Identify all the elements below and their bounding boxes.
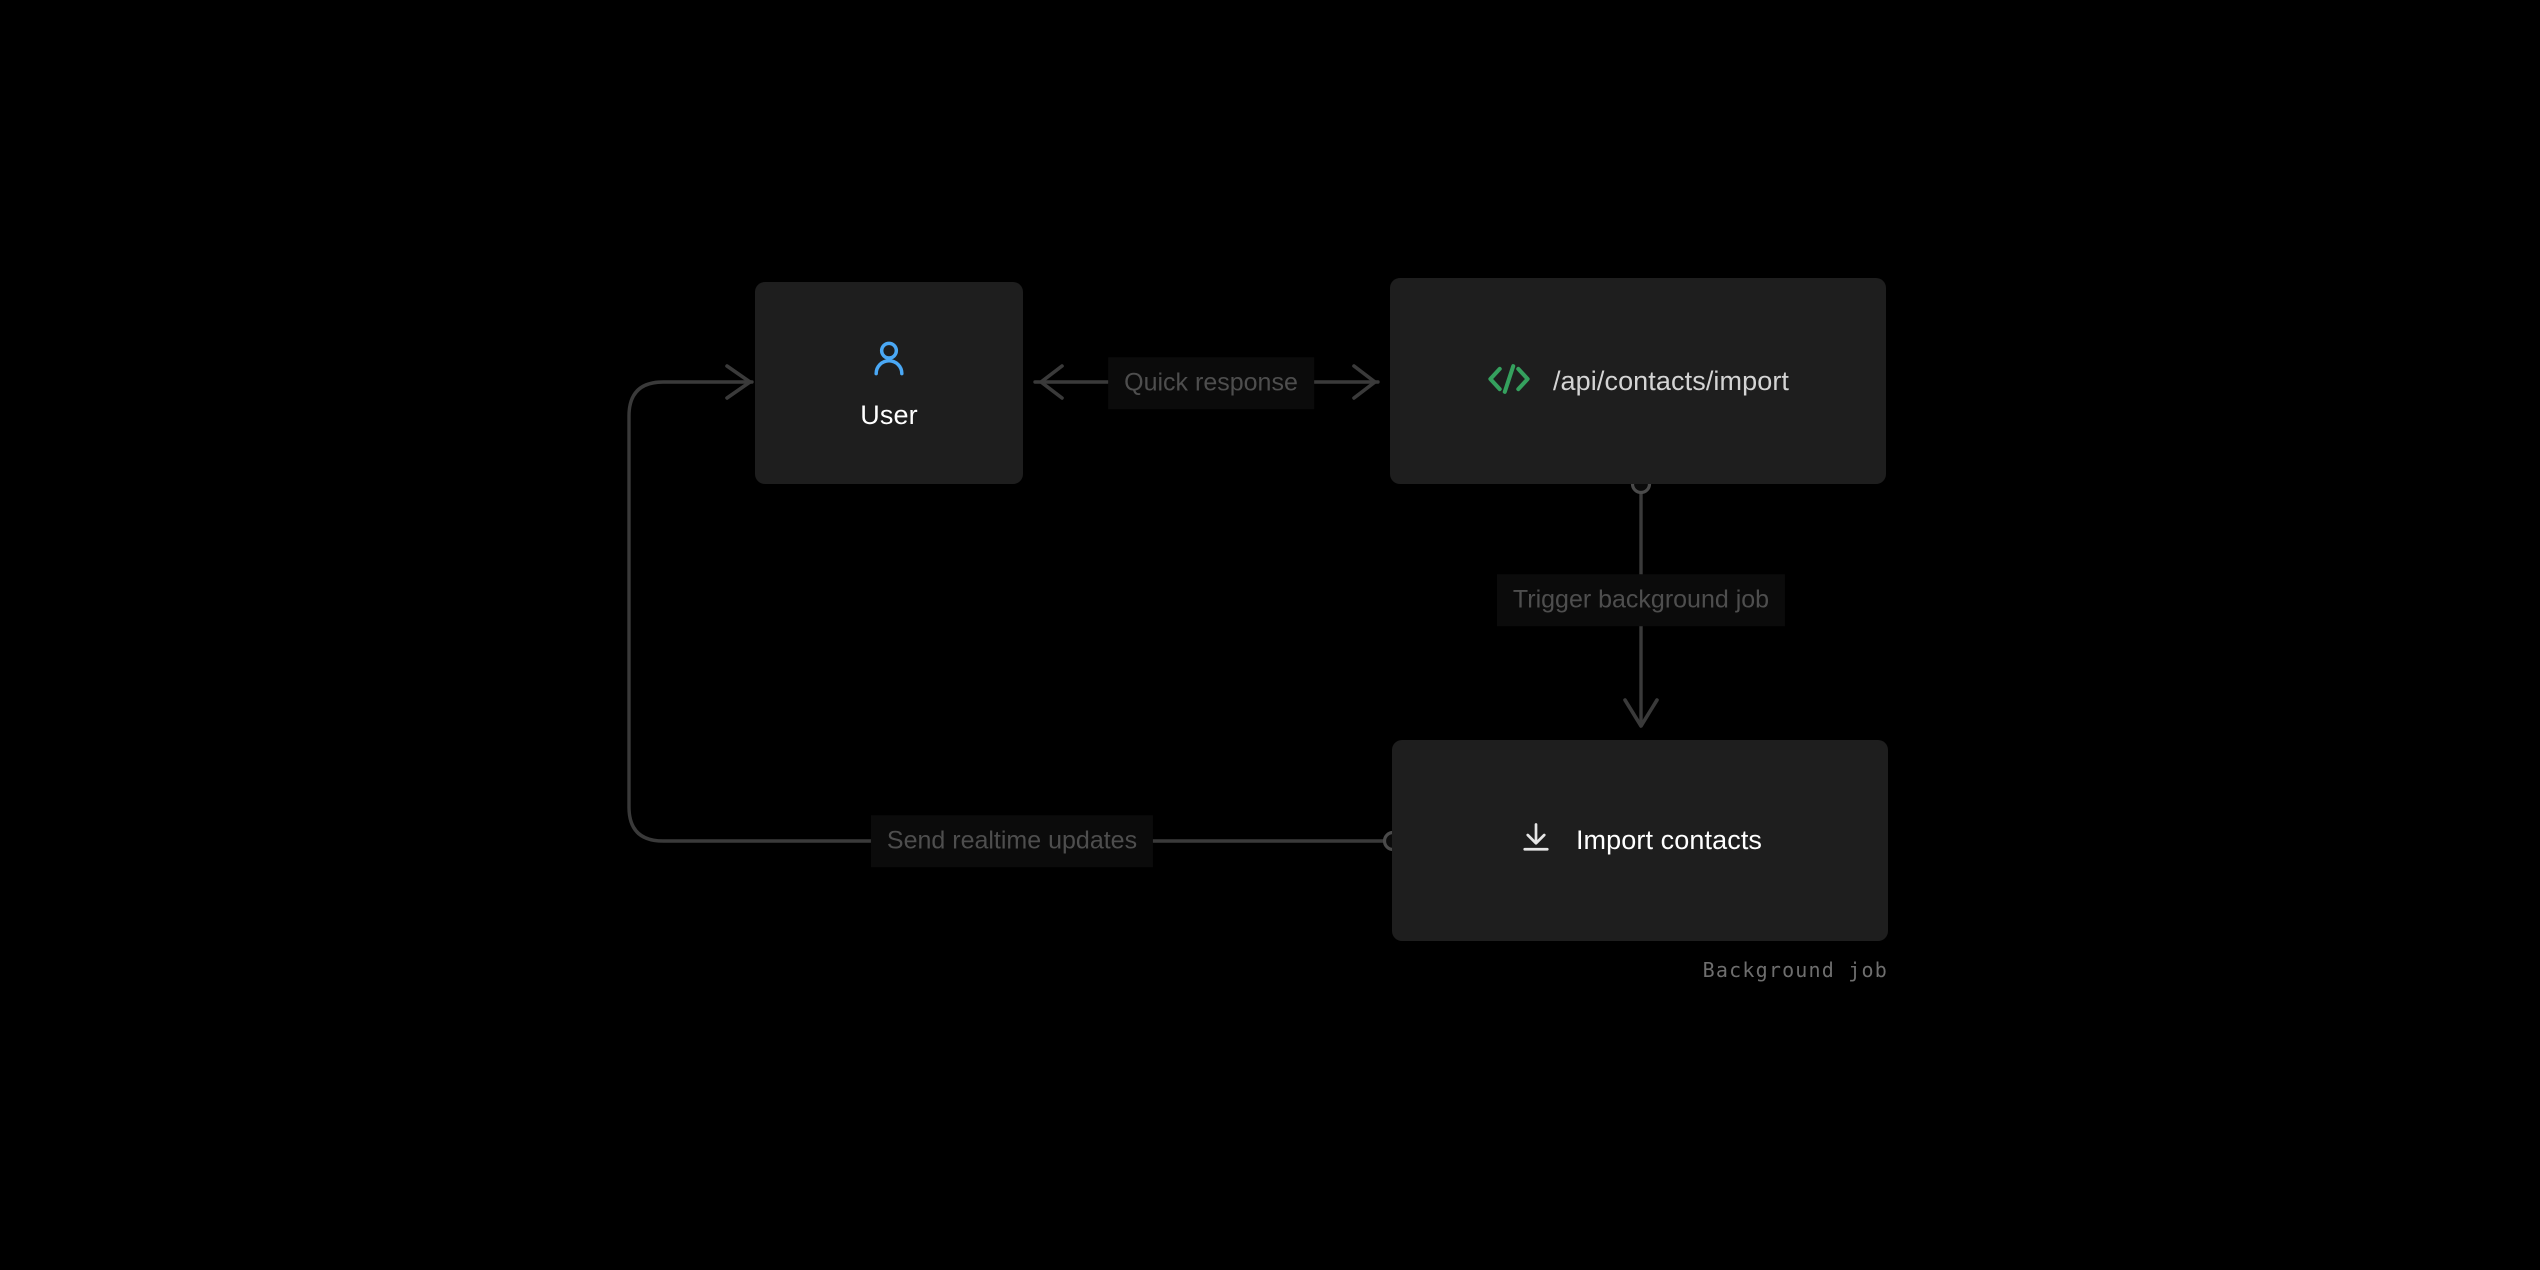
user-person-icon <box>867 336 911 380</box>
node-api-label: /api/contacts/import <box>1552 365 1790 396</box>
node-import-contacts[interactable]: Import contacts <box>1392 740 1888 941</box>
download-import-icon <box>1518 820 1554 861</box>
node-user[interactable]: User <box>755 282 1023 484</box>
code-brackets-icon <box>1487 362 1531 401</box>
edge-label-trigger-background-job[interactable]: Trigger background job <box>1496 574 1786 626</box>
node-import-contacts-caption: Background job <box>1702 958 1888 982</box>
edge-label-send-realtime-updates[interactable]: Send realtime updates <box>870 815 1154 867</box>
node-user-label: User <box>860 399 918 430</box>
edge-label-quick-response[interactable]: Quick response <box>1108 357 1314 409</box>
node-api[interactable]: /api/contacts/import <box>1390 278 1886 484</box>
node-import-contacts-label: Import contacts <box>1575 825 1763 855</box>
